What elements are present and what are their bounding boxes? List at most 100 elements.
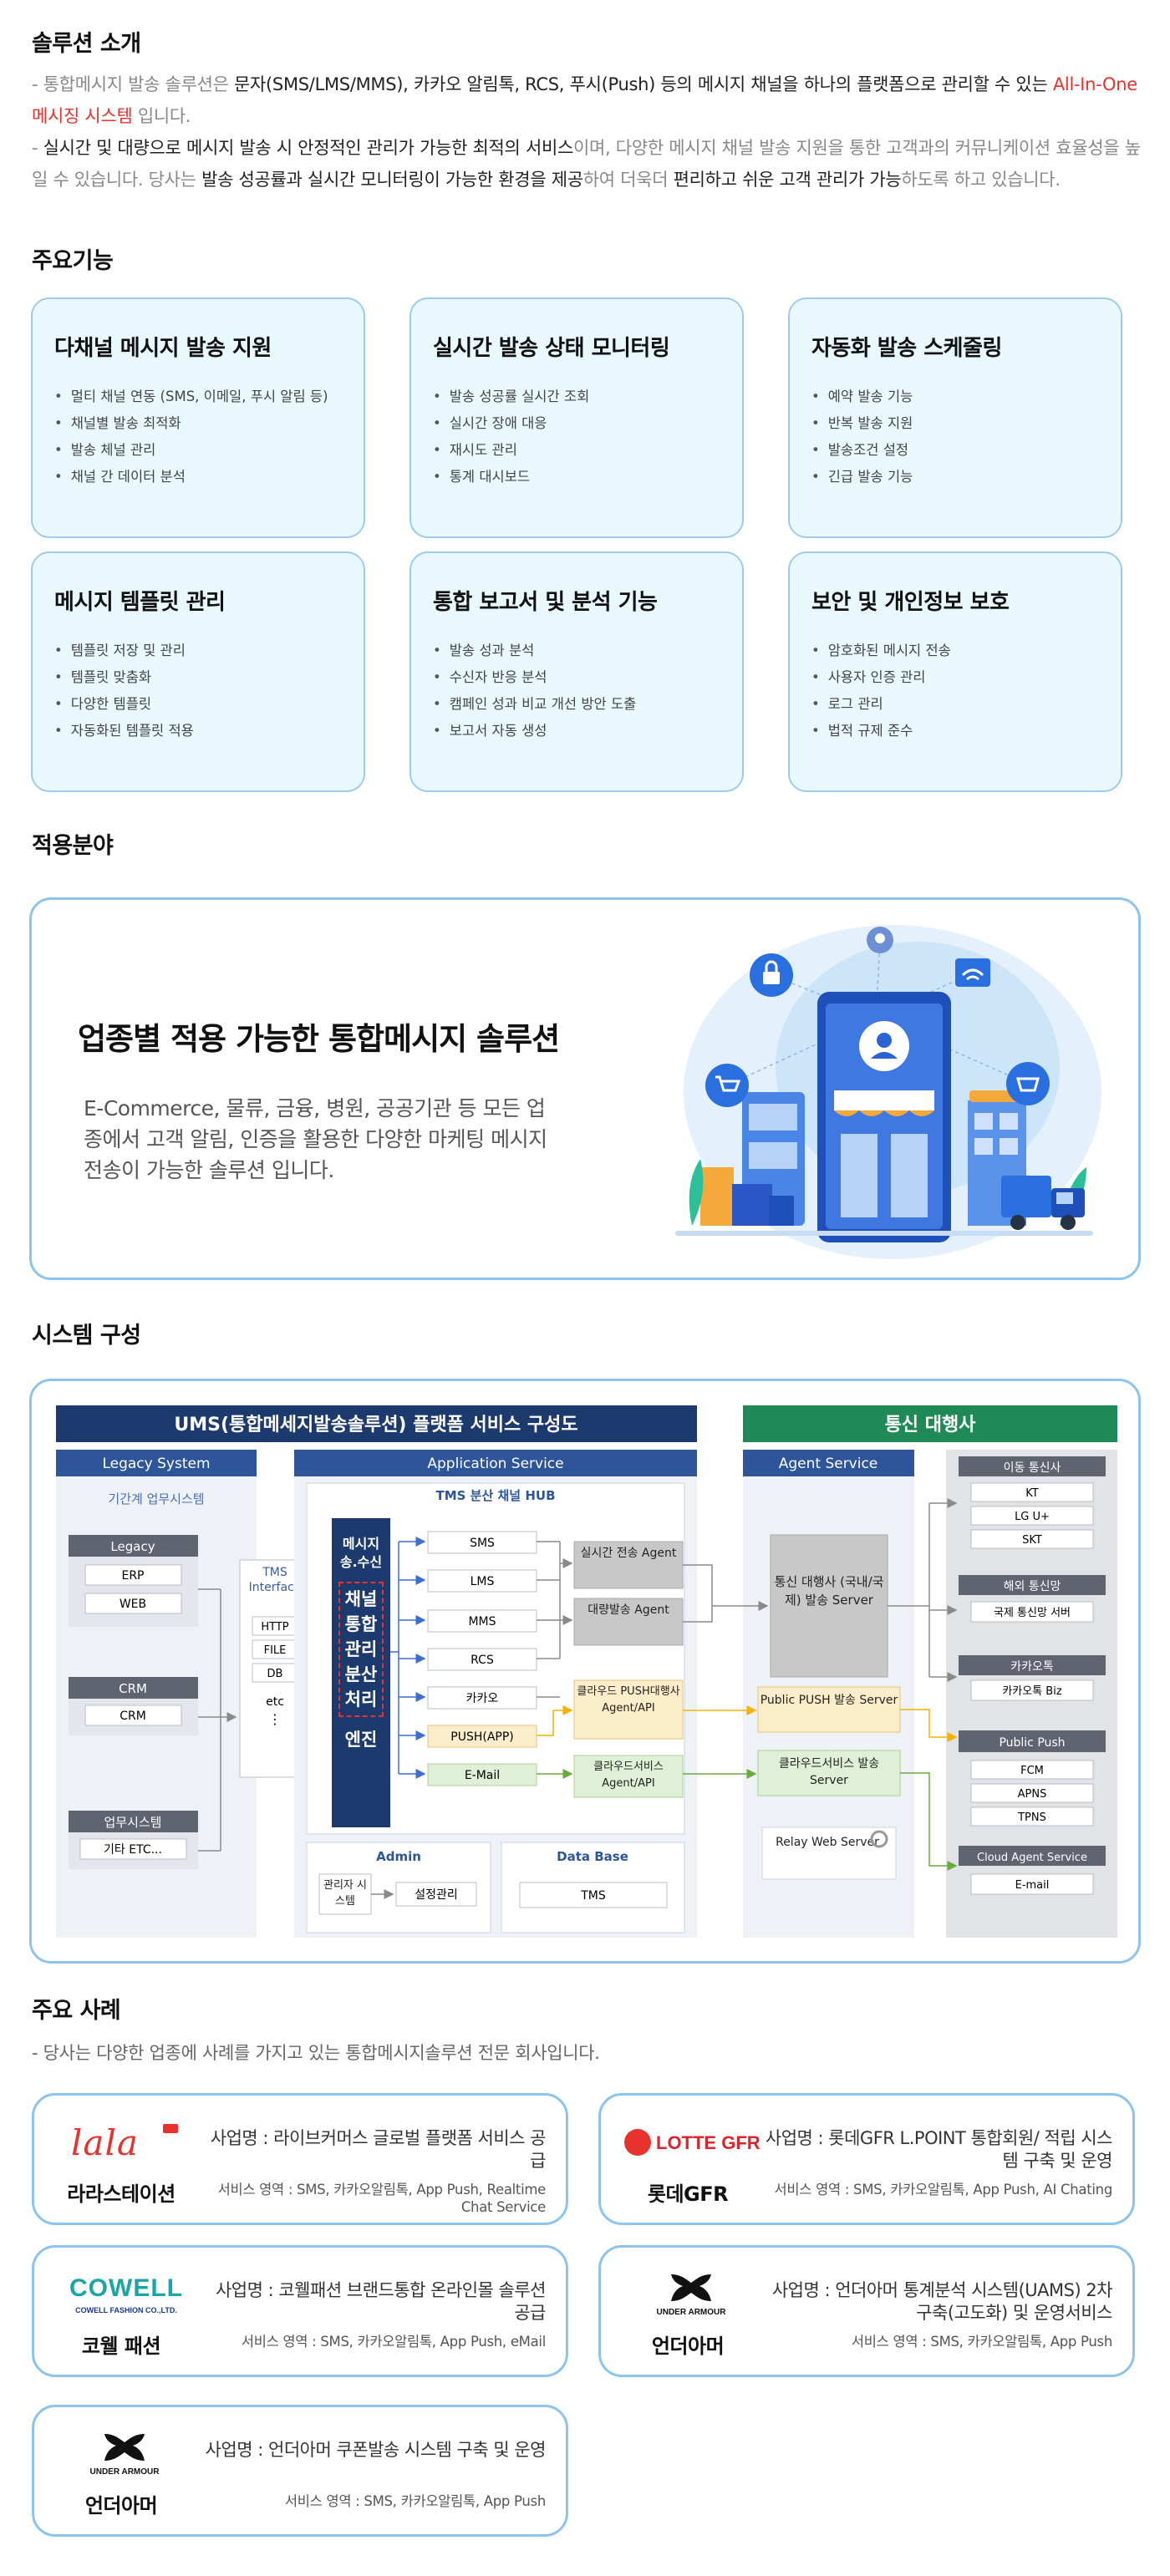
logo-sub-lettering: COWELL FASHION CO.,LTD. bbox=[75, 2306, 177, 2314]
apply-description: E-Commerce, 물류, 금융, 병원, 공공기관 등 모든 업종에서 고… bbox=[84, 1096, 547, 1182]
channel-item: 카카오 bbox=[466, 1692, 499, 1705]
agent-server: Relay Web Server bbox=[776, 1836, 879, 1849]
channel-item: SMS bbox=[470, 1537, 495, 1550]
feature-card: 메시지 템플릿 관리 템플릿 저장 및 관리 템플릿 맞춤화 다양한 템플릿 자… bbox=[31, 551, 365, 792]
db-item: TMS bbox=[580, 1889, 606, 1903]
agent-box: 실시간 전송 Agent bbox=[580, 1547, 677, 1560]
intro-text-part: 실시간 및 대량으로 메시지 발송 시 안정적인 관리가 가능한 최적의 서비스 bbox=[43, 138, 574, 158]
case-company: 코웰 패션 bbox=[81, 2335, 161, 2358]
legacy-sub: 기간계 업무시스템 bbox=[108, 1491, 204, 1506]
intro-text-part: - 통합메시지 발송 솔루션은 bbox=[32, 74, 234, 94]
tms-item: HTTP bbox=[261, 1621, 288, 1633]
legacy-group-label: CRM bbox=[119, 1681, 147, 1696]
admin-item: 설정관리 bbox=[415, 1888, 458, 1902]
case-project: 사업명 : 롯데GFR L.POINT 통합회원/ 적립 시스템 구축 및 운영 bbox=[765, 2128, 1113, 2171]
carrier-item: KT bbox=[1025, 1487, 1039, 1500]
feature-item: 템플릿 저장 및 관리 bbox=[54, 638, 343, 664]
legacy-item: WEB bbox=[120, 1598, 146, 1611]
cases-intro: - 당사는 다양한 업종에 사례를 가지고 있는 통합메시지솔루션 전문 회사입… bbox=[32, 2043, 600, 2063]
channel-item: PUSH(APP) bbox=[450, 1730, 514, 1744]
commerce-illustration bbox=[675, 925, 1101, 1259]
feature-item: 보고서 자동 생성 bbox=[433, 718, 722, 744]
engine-bottom: 엔진 bbox=[344, 1730, 378, 1750]
feature-card-title: 자동화 발송 스케줄링 bbox=[811, 336, 1002, 361]
tms-item: FILE bbox=[264, 1644, 287, 1657]
feature-item: 재시도 관리 bbox=[433, 437, 722, 464]
db-title: Data Base bbox=[557, 1849, 628, 1864]
intro-title: 솔루션 소개 bbox=[32, 31, 141, 57]
channel-item: MMS bbox=[468, 1615, 496, 1628]
agent-box: 클라우드 PUSH대행사 Agent/API bbox=[577, 1685, 680, 1715]
feature-card-title: 다채널 메시지 발송 지원 bbox=[54, 336, 272, 361]
feature-item: 법적 규제 준수 bbox=[811, 718, 1101, 744]
feature-item: 발송 성과 분석 bbox=[433, 638, 722, 664]
apply-heading: 업종별 적용 가능한 통합메시지 솔루션 bbox=[78, 1021, 560, 1057]
system-title: 시스템 구성 bbox=[32, 1323, 141, 1349]
case-company: 언더아머 bbox=[651, 2335, 725, 2358]
apply-box: 업종별 적용 가능한 통합메시지 솔루션 E-Commerce, 물류, 금융,… bbox=[29, 897, 1141, 1280]
feature-item: 실시간 장애 대응 bbox=[433, 410, 722, 437]
feature-card-title: 보안 및 개인정보 보호 bbox=[811, 590, 1010, 615]
logo-lettering: LOTTE GFR bbox=[656, 2132, 760, 2153]
main-header: UMS(통합메세지발송솔루션) 플랫폼 서비스 구성도 bbox=[174, 1414, 577, 1435]
feature-item: 발송 성공률 실시간 조회 bbox=[433, 384, 722, 410]
intro-text-part: 이며, 다양한 메시지 채널 발송 지원을 통한 고객과의 커뮤니케이션 효율성… bbox=[32, 138, 1141, 190]
case-card: UNDER ARMOUR 언더아머 사업명 : 언더아머 통계분석 시스템(UA… bbox=[598, 2245, 1135, 2377]
intro-text-part: 하도록 하고 있습니다. bbox=[901, 170, 1061, 190]
case-project: 사업명 : 코웰패션 브랜드통합 온라인몰 솔루션 공급 bbox=[215, 2280, 547, 2323]
intro-highlight: All-In-One 메시징 시스템 bbox=[32, 74, 1137, 126]
agent-box: 클라우드서비스 Agent/API bbox=[593, 1761, 664, 1790]
feature-card: 다채널 메시지 발송 지원 멀티 채널 연동 (SMS, 이메일, 푸시 알림 … bbox=[31, 297, 365, 538]
intro-text-part: 발송 성공률과 실시간 모니터링이 가능한 환경을 제공 bbox=[201, 170, 583, 190]
feature-card: 통합 보고서 및 분석 기능 발송 성과 분석 수신자 반응 분석 캠페인 성과… bbox=[410, 551, 744, 792]
feature-item: 통계 대시보드 bbox=[433, 464, 722, 490]
legacy-item: 기타 ETC... bbox=[104, 1843, 162, 1857]
feature-item: 발송조건 설정 bbox=[811, 437, 1101, 464]
carrier-item: TPNS bbox=[1017, 1811, 1046, 1824]
feature-card-title: 메시지 템플릿 관리 bbox=[54, 590, 226, 615]
logo-lettering: COWELL bbox=[69, 2274, 183, 2302]
feature-item: 예약 발송 기능 bbox=[811, 384, 1101, 410]
cowell-logo: COWELL COWELL FASHION CO.,LTD. bbox=[56, 2273, 190, 2323]
case-service: 서비스 영역 : SMS, 카카오알림톡, App Push, AI Chati… bbox=[774, 2182, 1113, 2197]
carrier-item: E-mail bbox=[1015, 1879, 1050, 1892]
carrier-label: 이동 통신사 bbox=[1004, 1461, 1061, 1475]
channel-item: RCS bbox=[471, 1654, 494, 1667]
feature-item: 로그 관리 bbox=[811, 691, 1101, 718]
under-armour-emblem-icon bbox=[671, 2274, 711, 2301]
legacy-item: ERP bbox=[121, 1569, 144, 1583]
engine-block bbox=[332, 1518, 390, 1827]
channel-item: E-Mail bbox=[465, 1769, 500, 1782]
feature-card-title: 실시간 발송 상태 모니터링 bbox=[433, 336, 670, 361]
tms-item: etc bbox=[266, 1695, 284, 1709]
intro-text-part: - bbox=[32, 138, 43, 158]
logo-lettering: UNDER ARMOUR bbox=[89, 2467, 160, 2477]
lotte-gfr-logo: LOTTE GFR bbox=[623, 2121, 760, 2171]
main-header-bar bbox=[56, 1405, 697, 1442]
carrier-item: 카카오톡 Biz bbox=[1002, 1685, 1062, 1698]
carrier-label: Public Push bbox=[999, 1736, 1065, 1750]
feature-item: 긴급 발송 기능 bbox=[811, 464, 1101, 490]
logo-lettering: lala bbox=[71, 2122, 139, 2163]
feature-item: 암호화된 메시지 전송 bbox=[811, 638, 1101, 664]
agent-server: 클라우드서비스 발송 Server bbox=[778, 1757, 880, 1787]
case-project: 사업명 : 언더아머 통계분석 시스템(UAMS) 2차 구축(고도화) 및 운… bbox=[771, 2280, 1113, 2323]
system-diagram-box: UMS(통합메세지발송솔루션) 플랫폼 서비스 구성도 통신 대행사 Legac… bbox=[29, 1379, 1141, 1964]
cases-title: 주요 사례 bbox=[32, 1998, 121, 2024]
case-company: 롯데GFR bbox=[647, 2182, 729, 2206]
carrier-item: SKT bbox=[1022, 1534, 1042, 1547]
feature-card: 실시간 발송 상태 모니터링 발송 성공률 실시간 조회 실시간 장애 대응 재… bbox=[410, 297, 744, 538]
carrier-label: 해외 통신망 bbox=[1004, 1580, 1061, 1593]
legacy-group-label: 업무시스템 bbox=[104, 1815, 161, 1830]
intro-text-part: 하여 더욱더 bbox=[582, 170, 674, 190]
case-card: COWELL COWELL FASHION CO.,LTD. 코웰 패션 사업명… bbox=[32, 2245, 568, 2377]
engine-mid: 채널 통합 관리 분산 처리 bbox=[338, 1582, 384, 1717]
case-card: lala 라라스테이션 사업명 : 라이브커머스 글로벌 플랫폼 서비스 공급 … bbox=[32, 2093, 568, 2225]
carrier-item: FCM bbox=[1020, 1765, 1044, 1777]
logo-lettering: UNDER ARMOUR bbox=[656, 2308, 726, 2317]
carrier-label: 카카오톡 bbox=[1010, 1660, 1054, 1674]
admin-title: Admin bbox=[376, 1849, 421, 1864]
hub-title: TMS 분산 채널 HUB bbox=[436, 1488, 556, 1503]
under-armour-emblem-icon bbox=[104, 2434, 145, 2461]
